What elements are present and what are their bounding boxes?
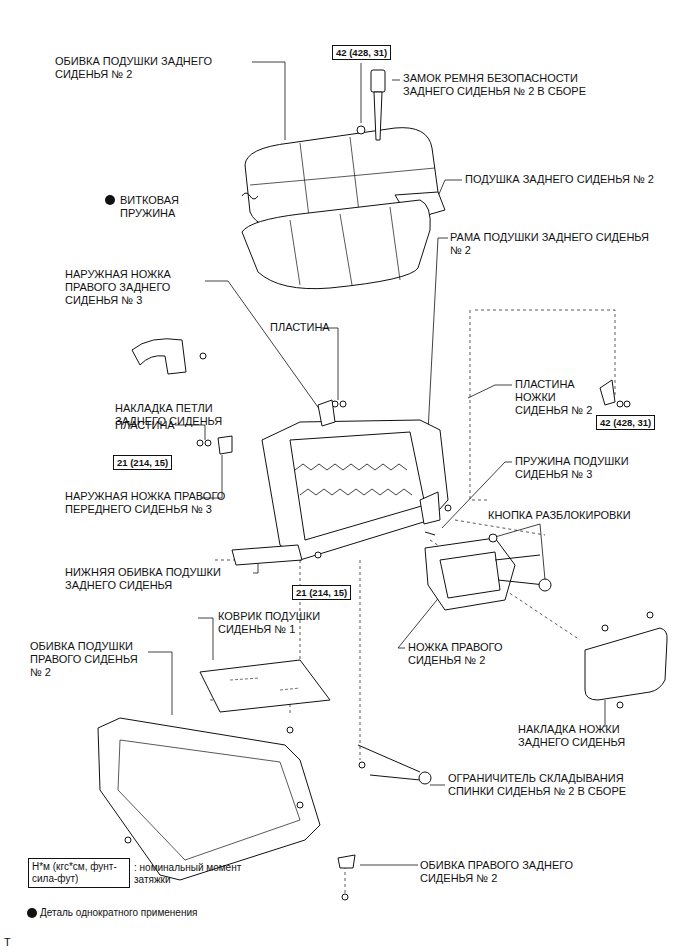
node-text: 21 (214, 15) <box>117 457 168 468</box>
part-label: ВИТКОВАЯ ПРУЖИНА <box>120 194 230 220</box>
part-label: ОБИВКА ПОДУШКИ ПРАВОГО СИДЕНЬЯ № 2 <box>30 640 148 679</box>
coil-spring <box>242 193 258 199</box>
lower-trim <box>98 718 320 880</box>
node-text: Н*м (кгс*см, фунт-сила-фут) <box>32 861 126 885</box>
legend-text: : номинальный момент затяжки <box>134 862 241 885</box>
unit-box: Н*м (кгс*см, фунт-сила-фут) <box>28 858 130 888</box>
lower-cover <box>232 545 302 565</box>
part-label: НАРУЖНАЯ НОЖКА ПРАВОГО ЗАДНЕГО СИДЕНЬЯ №… <box>65 268 205 307</box>
part-label: КОВРИК ПОДУШКИ СИДЕНЬЯ № 1 <box>218 610 368 636</box>
legend-text: Деталь однократного применения <box>40 907 197 918</box>
node-text: 42 (428, 31) <box>336 47 387 58</box>
torque-box: 21 (214, 15) <box>113 455 172 470</box>
part-label: ПЛАСТИНА <box>115 419 175 432</box>
cushion-frame <box>262 400 451 560</box>
part-label: ОБИВКА ПРАВОГО ЗАДНЕГО СИДЕНЬЯ № 2 <box>420 859 610 885</box>
seat-leg <box>425 532 551 610</box>
part-label: ОБИВКА ПОДУШКИ ЗАДНЕГО СИДЕНЬЯ № 2 <box>55 55 255 81</box>
part-label: ОГРАНИЧИТЕЛЬ СКЛАДЫВАНИЯ СПИНКИ СИДЕНЬЯ … <box>448 772 643 798</box>
part-label: ПЛАСТИНА НОЖКИ СИДЕНЬЯ № 2 <box>515 378 595 417</box>
part-label: КНОПКА РАЗБЛОКИРОВКИ <box>488 509 668 522</box>
part-label: НОЖКА ПРАВОГО СИДЕНЬЯ № 2 <box>408 641 533 667</box>
torque-box: 42 (428, 31) <box>596 415 655 430</box>
part-label: ПЛАСТИНА <box>270 321 330 334</box>
part-label: РАМА ПОДУШКИ ЗАДНЕГО СИДЕНЬЯ № 2 <box>450 231 660 257</box>
buckle <box>357 70 385 140</box>
part-label: НАРУЖНАЯ НОЖКА ПРАВОГО ПЕРЕДНЕГО СИДЕНЬЯ… <box>65 490 250 516</box>
single-use-mark <box>105 195 115 205</box>
torque-box: 21 (214, 15) <box>292 585 351 600</box>
small-trim <box>338 855 355 868</box>
part-label: ЗАМОК РЕМНЯ БЕЗОПАСНОСТИ ЗАДНЕГО СИДЕНЬЯ… <box>403 72 593 98</box>
part-label: ПОДУШКА ЗАДНЕГО СИДЕНЬЯ № 2 <box>465 173 665 186</box>
cushion-mat <box>200 660 330 712</box>
node-text: 42 (428, 31) <box>600 417 651 428</box>
legend-item: Деталь однократного применения <box>40 907 280 919</box>
part-label: НАКЛАДКА НОЖКИ ЗАДНЕГО СИДЕНЬЯ <box>518 723 668 749</box>
hinge-cover <box>132 339 206 374</box>
single-use-mark <box>27 908 37 918</box>
leg-cover <box>585 612 667 708</box>
part-label: ПРУЖИНА ПОДУШКИ СИДЕНЬЯ № 3 <box>515 455 680 481</box>
torque-box: 42 (428, 31) <box>332 45 391 60</box>
fold-limiter <box>358 745 431 784</box>
part-label: Т <box>4 936 24 949</box>
legend-item: : номинальный момент затяжки <box>134 862 244 886</box>
cushion-pad <box>242 200 430 289</box>
part-label: НИЖНЯЯ ОБИВКА ПОДУШКИ ЗАДНЕГО СИДЕНЬЯ <box>65 566 255 592</box>
node-text: 21 (214, 15) <box>296 587 347 598</box>
